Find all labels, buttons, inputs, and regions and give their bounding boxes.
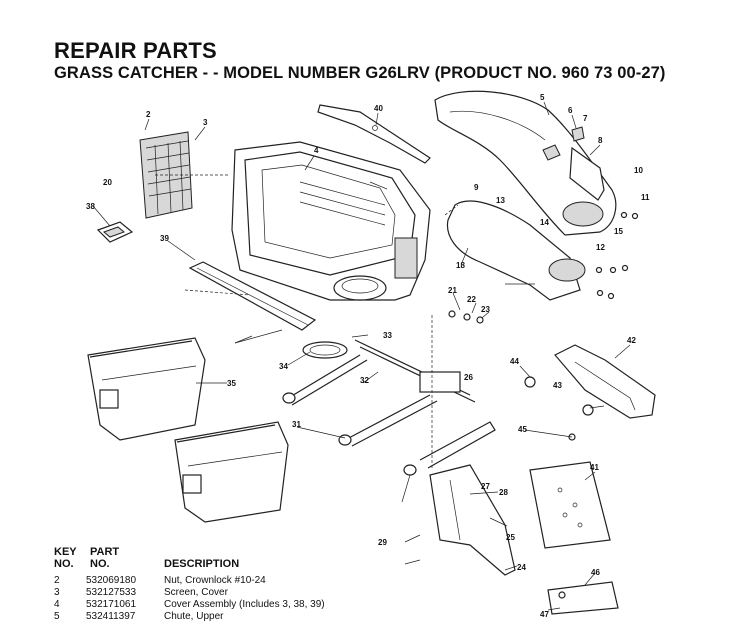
leader-lines (92, 101, 631, 611)
upper-chute-part (434, 90, 617, 236)
part-description: Nut, Crownlock #10-24 (164, 575, 266, 586)
callout: 12 (596, 243, 605, 252)
key-no-header: KEY NO. (54, 546, 77, 570)
deflector-blade-part (317, 104, 431, 164)
callout: 38 (86, 202, 95, 211)
chute-hardware-part (542, 126, 585, 161)
handle-part (554, 344, 656, 419)
callout: 27 (481, 482, 490, 491)
callout: 4 (314, 146, 319, 155)
frame-part (282, 339, 496, 476)
part-description: Chute, Upper (164, 611, 224, 622)
callout: 34 (279, 362, 288, 371)
callout: 11 (641, 193, 650, 202)
callout: 26 (464, 373, 473, 382)
callout: 18 (456, 261, 465, 270)
part-no: 532171061 (86, 599, 137, 610)
mounting-plate-part (529, 461, 611, 549)
callout: 10 (634, 166, 643, 175)
part-no: 532411397 (86, 611, 136, 622)
callout: 2 (146, 110, 151, 119)
callout: 21 (448, 286, 457, 295)
callout: 45 (518, 425, 527, 434)
callout: 43 (553, 381, 562, 390)
callout: 41 (590, 463, 599, 472)
callout: 31 (292, 420, 301, 429)
small-plate-part (547, 581, 619, 615)
chute-bracket-part (569, 146, 605, 201)
callout: 22 (467, 295, 476, 304)
mount-bracket-part (429, 464, 516, 576)
callout: 15 (614, 227, 623, 236)
catcher-bag-part (174, 421, 289, 523)
lower-chute-part (446, 200, 586, 301)
callout-labels: 2 3 40 4 5 6 7 8 9 10 11 20 13 14 38 39 … (86, 93, 650, 619)
callout: 47 (540, 610, 549, 619)
page-subtitle: GRASS CATCHER - - MODEL NUMBER G26LRV (P… (54, 64, 666, 82)
latch-part (96, 221, 134, 243)
page-title: REPAIR PARTS (54, 38, 217, 63)
key-no: 3 (54, 587, 60, 598)
part-no: 532127533 (86, 587, 137, 598)
callout: 44 (510, 357, 519, 366)
cover-plate-part (188, 261, 317, 331)
ring-part (302, 341, 348, 359)
callout: 32 (360, 376, 369, 385)
callout: 14 (540, 218, 549, 227)
callout: 35 (227, 379, 236, 388)
callout: 7 (583, 114, 588, 123)
callout: 23 (481, 305, 490, 314)
callout: 3 (203, 118, 208, 127)
callout: 6 (568, 106, 573, 115)
hardware-part (448, 211, 639, 599)
description-header: DESCRIPTION (164, 558, 240, 570)
cover-assembly-part (231, 141, 431, 301)
callout: 42 (627, 336, 636, 345)
part-no: 532069180 (86, 575, 137, 586)
callout: 33 (383, 331, 392, 340)
callout: 28 (499, 488, 508, 497)
part-description: Screen, Cover (164, 587, 228, 598)
callout: 9 (474, 183, 479, 192)
key-no: 2 (54, 575, 60, 586)
callout: 29 (378, 538, 387, 547)
callout: 39 (160, 234, 169, 243)
callout: 8 (598, 136, 603, 145)
callout: 24 (517, 563, 526, 572)
key-no: 5 (54, 611, 60, 622)
callout: 46 (591, 568, 600, 577)
part-description: Cover Assembly (Includes 3, 38, 39) (164, 599, 325, 610)
catcher-bag-part (87, 337, 206, 441)
callout: 5 (540, 93, 545, 102)
callout: 25 (506, 533, 515, 542)
callout: 40 (374, 104, 383, 113)
callout: 20 (103, 178, 112, 187)
callout: 13 (496, 196, 505, 205)
part-no-header: PART NO. (90, 546, 120, 570)
key-no: 4 (54, 599, 60, 610)
